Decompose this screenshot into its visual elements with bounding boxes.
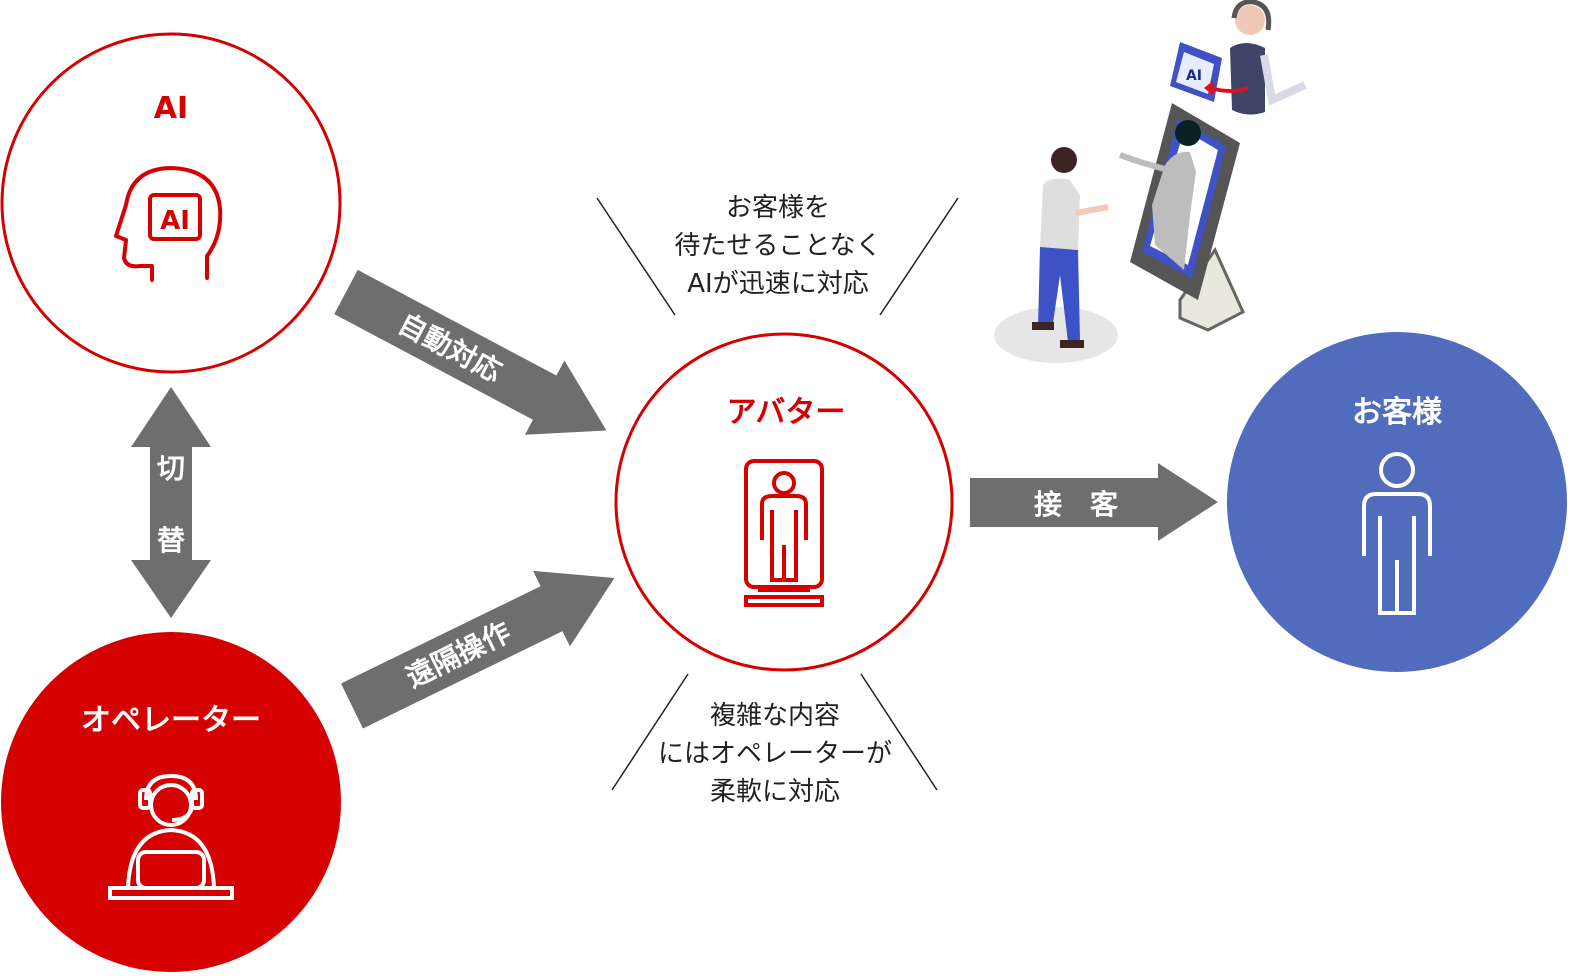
avatar-node: アバター [614,332,954,672]
chip-text: AI [1186,68,1202,84]
remote-operation-arrow: 遠隔操作 [341,570,615,729]
svg-text:AIが迅速に対応: AIが迅速に対応 [687,269,868,299]
serve-arrow: 接 客 [970,463,1218,541]
operator-label: オペレーター [81,703,261,738]
svg-text:柔軟に対応: 柔軟に対応 [710,777,840,807]
ai-head-icon: AI [114,166,223,282]
switch-arrow: 切 替 [131,387,211,618]
signage-avatar-icon [744,459,824,607]
auto-response-arrow: 自動対応 [334,269,607,435]
serve-label: 接 客 [1034,488,1119,521]
ai-label: AI [154,91,188,126]
customer-label: お客様 [1352,395,1443,430]
svg-text:お客様を: お客様を [726,193,830,223]
svg-text:複雑な内容: 複雑な内容 [710,701,840,731]
svg-text:にはオペレーターが: にはオペレーターが [658,739,892,769]
switch-label-2: 替 [157,524,185,557]
headset-operator-icon [108,773,234,900]
svg-text:待たせることなく: 待たせることなく [674,231,881,261]
note-bottom: 複雑な内容 にはオペレーターが 柔軟に対応 [611,673,938,807]
avatar-label: アバター [727,395,846,430]
person-icon [1362,452,1432,615]
ai-node: AI AI [0,32,342,374]
customer-node: お客様 [1227,332,1567,672]
switch-label-1: 切 [157,452,185,485]
ai-icon-text: AI [160,206,190,236]
note-top: お客様を 待たせることなく AIが迅速に対応 [596,193,959,316]
kiosk-illustration: AI [994,0,1307,363]
operator-node: オペレーター [1,632,341,972]
